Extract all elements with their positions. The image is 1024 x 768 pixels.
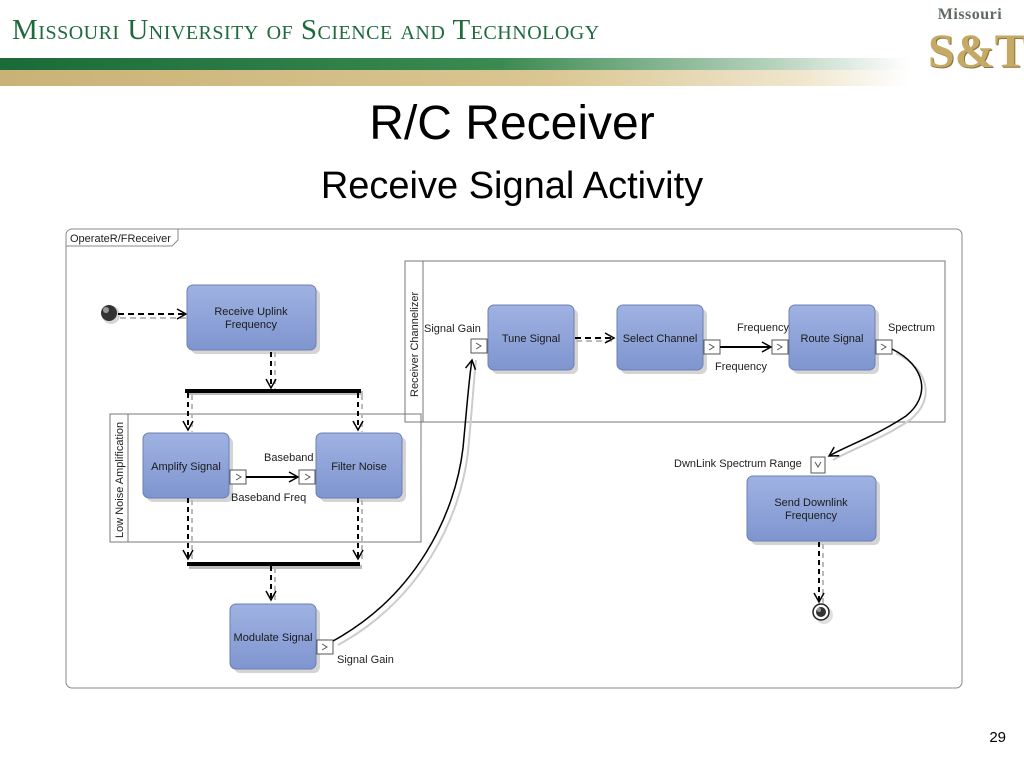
pin-label-frequency-in: Frequency [737,322,789,334]
header-green-bar [0,58,910,70]
node-label-send-downlink-1: Send Downlink [774,497,848,509]
pin-modulate-out [316,639,334,655]
logo-missouri-text: Missouri [937,6,1003,23]
frame-label: OperateR/FReceiver [70,233,171,245]
partition-low-noise-amplification: Low Noise Amplification [109,413,422,543]
page-number: 29 [989,729,1006,746]
pin-label-baseband-freq: Baseband Freq [231,492,306,504]
flow-modulate-to-tune [332,358,477,642]
pin-filter-in [298,469,316,485]
fork-bar [185,389,361,393]
slide-title: R/C Receiver [369,97,655,150]
node-label-send-downlink-2: Frequency [785,510,837,522]
pin-amplify-out [229,469,247,485]
node-route-signal: Route Signal [788,304,879,374]
pin-route-in [771,339,789,355]
initial-node [101,305,120,324]
node-label-filter: Filter Noise [331,461,387,473]
node-amplify-signal: Amplify Signal [142,432,233,502]
pin-tune-in [470,338,488,354]
pin-select-out [703,339,721,355]
final-node [812,603,833,624]
node-label-amplify: Amplify Signal [151,461,221,473]
node-label-route: Route Signal [801,333,864,345]
pin-label-signal-gain-out: Signal Gain [337,654,394,666]
pin-label-baseband: Baseband [264,452,314,464]
partition-label-channelizer: Receiver Channelizer [409,292,421,397]
node-send-downlink-frequency: Send Downlink Frequency [746,475,880,545]
pin-label-signal-gain-in: Signal Gain [424,323,481,335]
node-modulate-signal: Modulate Signal [229,603,320,673]
pin-route-out [875,339,893,355]
university-name: Missouri University of Science and Techn… [12,14,600,46]
join-shadow [189,565,362,569]
node-label-modulate: Modulate Signal [234,632,313,644]
partition-label-lna: Low Noise Amplification [114,422,126,538]
node-label-receive-uplink-2: Frequency [225,319,277,331]
node-label-receive-uplink-1: Receive Uplink [214,306,288,318]
node-filter-noise: Filter Noise [315,432,406,502]
node-receive-uplink-frequency: Receive Uplink Frequency [186,284,320,354]
join-bar [187,562,360,566]
pin-label-spectrum: Spectrum [888,322,935,334]
pin-downlink-in [810,456,826,474]
flow-route-to-downlink [827,348,923,457]
slide-subtitle: Receive Signal Activity [320,165,704,207]
header-gold-bar [0,70,910,86]
pin-label-frequency-out: Frequency [715,361,767,373]
pin-label-downlink-range: DwnLink Spectrum Range [674,458,802,470]
logo-st-mark: S&T [928,25,1024,78]
node-tune-signal: Tune Signal [487,304,578,374]
node-select-channel: Select Channel [616,304,707,374]
partition-receiver-channelizer: Receiver Channelizer [404,260,946,423]
university-logo: Missouri S&T [922,6,1024,84]
node-label-select: Select Channel [623,333,698,345]
node-label-tune: Tune Signal [502,333,560,345]
